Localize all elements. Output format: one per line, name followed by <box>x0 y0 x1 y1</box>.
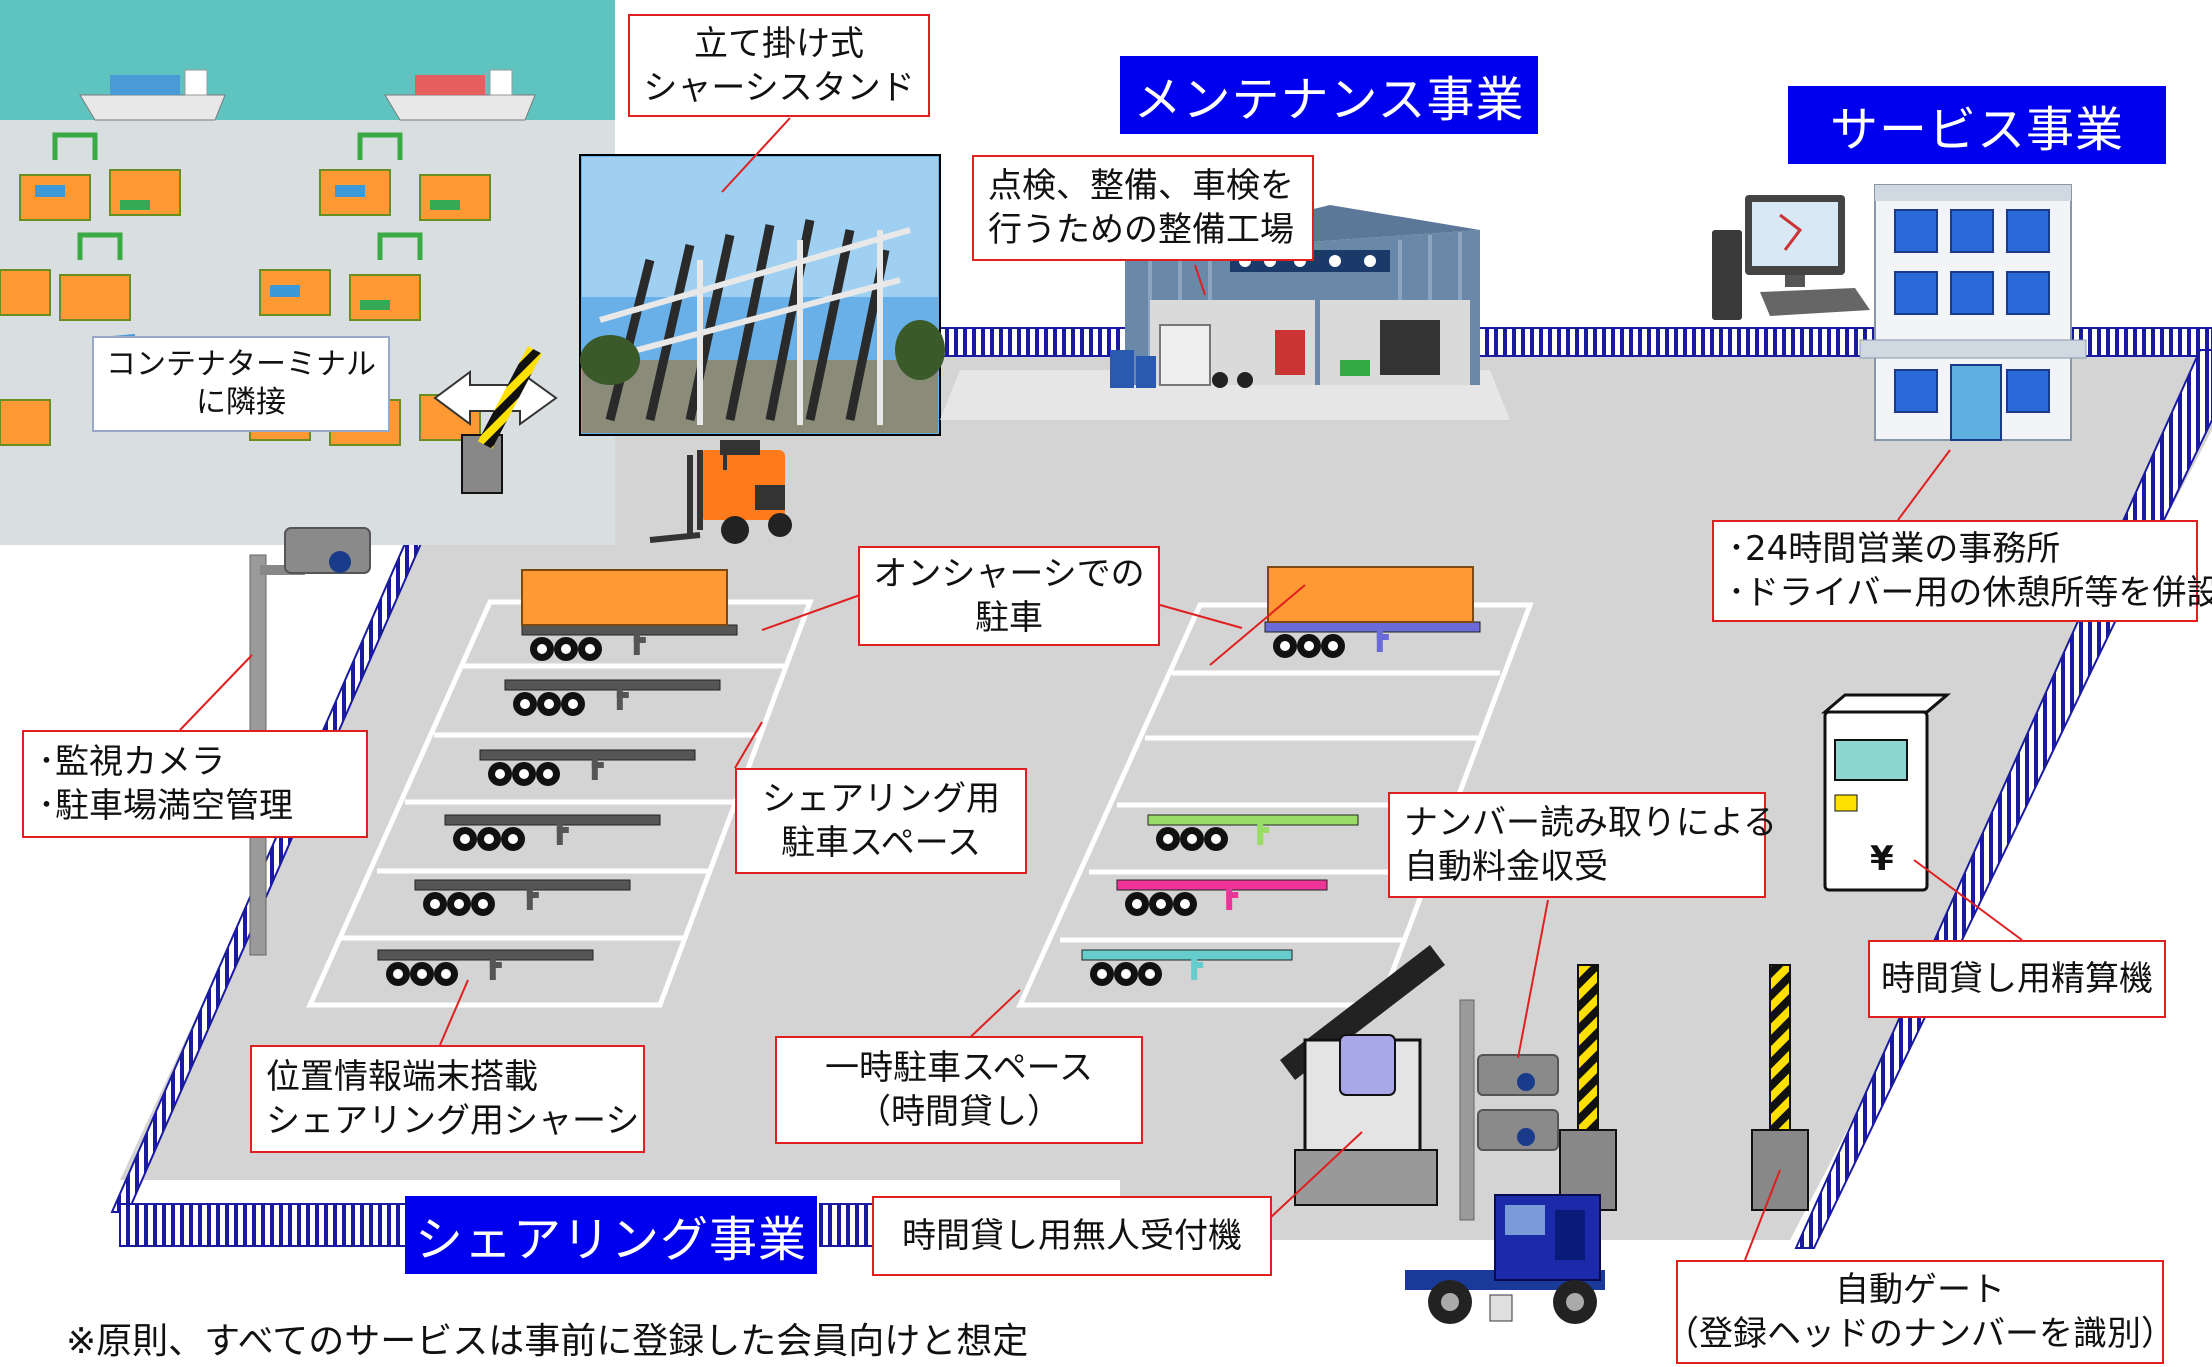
section-title-sharing: シェアリング事業 <box>405 1196 817 1274</box>
section-title-service: サービス事業 <box>1788 86 2166 164</box>
callout-office: ･24時間営業の事務所･ドライバー用の休憩所等を併設 <box>1712 520 2212 622</box>
yen-symbol: ¥ <box>1870 839 1894 879</box>
callout-camera: ･監視カメラ･駐車場満空管理 <box>22 730 368 838</box>
reception-kiosk-icon <box>1280 945 1445 1206</box>
chassis-icon <box>444 814 661 851</box>
callout-plate-reader: ナンバー読み取りによる自動料金収受 <box>1388 792 1777 898</box>
truck-tractor-icon <box>1405 1194 1605 1324</box>
chassis-icon <box>1081 949 1293 986</box>
container-terminal-image <box>0 0 615 545</box>
section-title-maintenance: メンテナンス事業 <box>1120 56 1538 134</box>
container-onchassis <box>521 566 1474 626</box>
sharing-chassis-list <box>377 624 738 986</box>
plate-reader-camera-icon <box>1459 999 1559 1221</box>
chassis-icon <box>1116 879 1328 916</box>
chassis-icon <box>377 949 594 986</box>
double-arrow-icon <box>433 370 558 426</box>
ship-icon <box>384 69 536 121</box>
footnote: ※原則、すべてのサービスは事前に登録した会員向けと想定 <box>66 1321 1029 1362</box>
barrier-gate-icon <box>461 346 543 494</box>
chassis-icon <box>1264 621 1481 658</box>
callout-kiosk: 時間貸し用無人受付機 <box>872 1196 1272 1276</box>
chassis-icon <box>479 749 696 786</box>
ship-icon <box>79 69 226 121</box>
parking-meter-icon: ¥ <box>1820 693 1952 892</box>
chassis-stand-photo <box>579 154 945 436</box>
chassis-icon <box>1147 814 1359 851</box>
chassis-icon <box>414 879 631 916</box>
callout-chassis-stand: 立て掛け式シャーシスタンド <box>628 14 930 117</box>
callout-onchassis: オンシャーシでの駐車 <box>858 546 1160 646</box>
callout-terminal: コンテナターミナルに隣接 <box>92 336 390 432</box>
callout-gps-chassis: 位置情報端末搭載シェアリング用シャーシ <box>250 1045 645 1153</box>
office-building-icon <box>1859 184 2087 441</box>
forklift-icon <box>649 440 792 544</box>
callout-sharing-space: シェアリング用駐車スペース <box>735 768 1027 874</box>
callout-workshop: 点検、整備、車検を行うための整備工場 <box>972 155 1314 261</box>
callout-auto-gate: 自動ゲート（登録ヘッドのナンバーを識別） <box>1665 1260 2175 1364</box>
callout-settlement: 時間貸し用精算機 <box>1868 940 2166 1018</box>
temp-chassis-list <box>1081 621 1481 986</box>
callout-temp-parking: 一時駐車スペース（時間貸し） <box>775 1036 1143 1144</box>
chassis-icon <box>504 679 721 716</box>
maintenance-garage-icon <box>940 205 1510 420</box>
computer-icon <box>1712 195 1870 320</box>
